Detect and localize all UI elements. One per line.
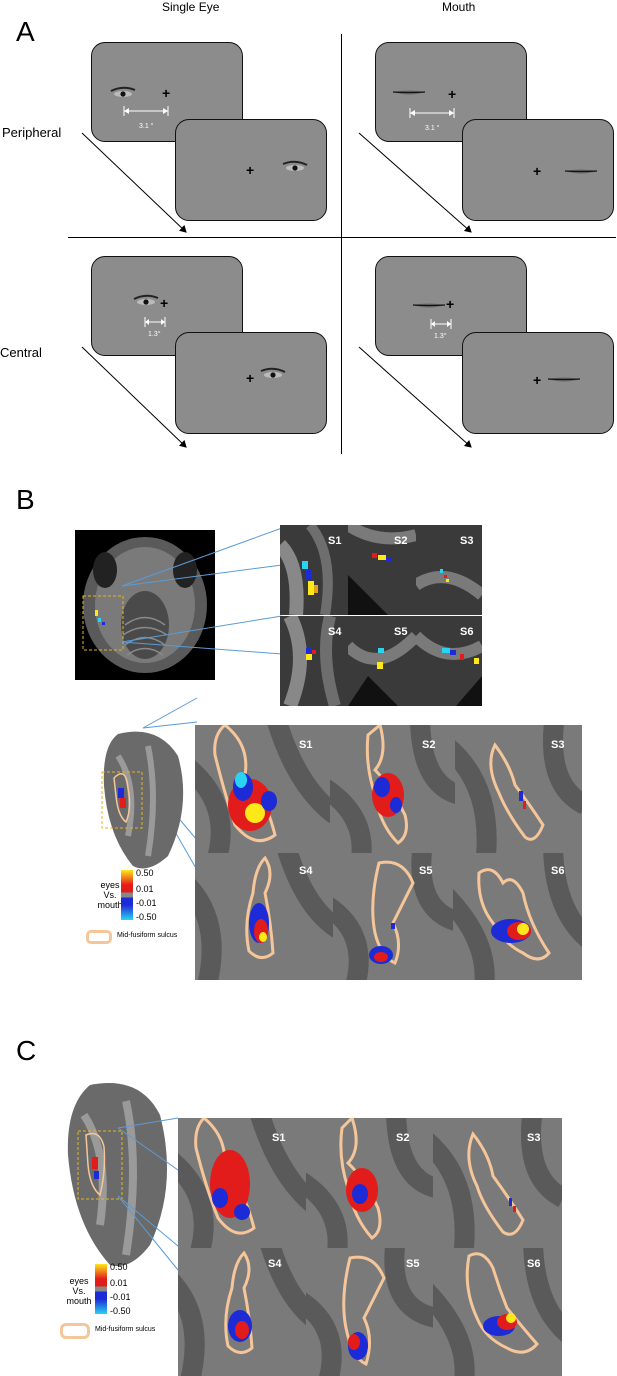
subject-label: S4 bbox=[299, 865, 313, 877]
subject-label: S5 bbox=[419, 865, 433, 877]
subject-label: S1 bbox=[299, 739, 313, 751]
surface-zoom-b-s6: S6 bbox=[453, 853, 582, 980]
legend-title-line: eyes bbox=[69, 1276, 89, 1286]
subject-label: S2 bbox=[396, 1132, 410, 1144]
mouth-image bbox=[547, 377, 581, 382]
subject-label: S4 bbox=[328, 626, 342, 638]
surface-zoom-b-s1: S1 bbox=[195, 725, 330, 853]
mri-zoom-s1: S1 bbox=[280, 525, 348, 615]
fixation-cross: + bbox=[446, 296, 455, 312]
inflated-cortex-overview-c bbox=[60, 1075, 180, 1275]
fixation-cross: + bbox=[162, 85, 171, 101]
eye-image bbox=[282, 160, 308, 171]
degree-label: 3.1 ° bbox=[425, 125, 440, 132]
panel-label-b: B bbox=[16, 484, 35, 515]
column-header-mouth: Mouth bbox=[442, 0, 476, 14]
time-arrows bbox=[81, 132, 472, 448]
subject-label: S5 bbox=[406, 1258, 420, 1270]
degree-label: 1.3° bbox=[434, 333, 447, 340]
distance-arrow bbox=[123, 106, 169, 116]
stimulus-screen-central-mouth-2: + bbox=[462, 332, 614, 434]
colorbar-tick: -0.50 bbox=[110, 1306, 131, 1316]
fixation-cross: + bbox=[533, 372, 542, 388]
stimulus-screen-peripheral-eye-2: + bbox=[175, 119, 327, 221]
subject-label: S1 bbox=[272, 1132, 286, 1144]
mouth-image bbox=[392, 90, 426, 95]
subject-label: S3 bbox=[527, 1132, 541, 1144]
sulcus-outline-label-c: Mid-fusiform sulcus bbox=[95, 1326, 156, 1333]
mri-zoom-s3: S3 bbox=[416, 525, 482, 615]
panel-label-a: A bbox=[16, 16, 35, 47]
surface-zoom-c-s5: S5 bbox=[306, 1248, 433, 1376]
subject-label: S4 bbox=[268, 1258, 282, 1270]
eye-image bbox=[133, 294, 159, 305]
stimulus-screen-peripheral-mouth-2: + bbox=[462, 119, 614, 221]
zoom-connector-lines-c bbox=[117, 1117, 179, 1271]
legend-title-line: mouth bbox=[97, 900, 123, 910]
distance-arrow bbox=[409, 108, 455, 118]
mri-zoom-s4: S4 bbox=[280, 616, 348, 706]
subject-label: S3 bbox=[551, 739, 565, 751]
subject-label: S5 bbox=[394, 626, 408, 638]
legend-title-line: eyes bbox=[100, 880, 120, 890]
subject-label: S1 bbox=[328, 535, 342, 547]
colorbar-tick: 0.50 bbox=[110, 1262, 128, 1272]
fixation-cross: + bbox=[246, 370, 255, 386]
fixation-cross: + bbox=[160, 295, 169, 311]
degree-label: 1.3° bbox=[148, 331, 161, 338]
distance-arrow bbox=[144, 317, 166, 327]
row-header-central: Central bbox=[0, 345, 42, 360]
legend-title-line: mouth bbox=[66, 1296, 92, 1306]
surface-zoom-b-s4: S4 bbox=[195, 853, 333, 980]
mouth-image bbox=[564, 169, 598, 174]
colorbar-tick: 0.01 bbox=[136, 884, 154, 894]
distance-arrow bbox=[430, 319, 452, 329]
fixation-cross: + bbox=[533, 163, 542, 179]
mri-zoom-s2: S2 bbox=[348, 525, 416, 615]
subject-label: S6 bbox=[460, 626, 474, 638]
row-header-peripheral: Peripheral bbox=[2, 125, 62, 140]
column-header-single-eye: Single Eye bbox=[162, 0, 220, 14]
subject-label: S6 bbox=[551, 865, 565, 877]
fixation-cross: + bbox=[246, 162, 255, 178]
legend-title-c: eyes Vs. mouth bbox=[64, 1276, 94, 1306]
sulcus-outline-swatch-c bbox=[60, 1323, 90, 1339]
colorbar-tick: 0.50 bbox=[136, 868, 154, 878]
colorbar-tick: -0.50 bbox=[136, 912, 157, 922]
surface-zoom-c-s2: S2 bbox=[306, 1118, 433, 1248]
surface-zoom-b-s3: S3 bbox=[455, 725, 582, 853]
legend-title-line: Vs. bbox=[72, 1286, 86, 1296]
eye-image bbox=[110, 86, 136, 97]
sulcus-outline-label: Mid-fusiform sulcus bbox=[117, 932, 178, 939]
mri-zoom-s5: S5 bbox=[348, 616, 416, 706]
colorbar-c bbox=[95, 1264, 107, 1314]
subject-label: S2 bbox=[422, 739, 436, 751]
subject-label: S6 bbox=[527, 1258, 541, 1270]
horizontal-divider bbox=[68, 237, 616, 238]
vertical-divider bbox=[341, 34, 342, 454]
colorbar-tick: -0.01 bbox=[136, 898, 157, 908]
panel-label-c: C bbox=[16, 1035, 37, 1066]
surface-zoom-b-s2: S2 bbox=[330, 725, 455, 853]
subject-label: S2 bbox=[394, 535, 408, 547]
surface-zoom-c-s1: S1 bbox=[178, 1118, 306, 1248]
colorbar-tick: 0.01 bbox=[110, 1278, 128, 1288]
colorbar bbox=[121, 870, 133, 920]
surface-zoom-c-s3: S3 bbox=[433, 1118, 562, 1248]
stimulus-screen-central-eye-2: + bbox=[175, 332, 327, 434]
mouth-image bbox=[412, 303, 446, 308]
fixation-cross: + bbox=[448, 86, 457, 102]
mri-zoom-s6: S6 bbox=[416, 616, 482, 706]
subject-label: S3 bbox=[460, 535, 474, 547]
legend-title: eyes Vs. mouth bbox=[95, 880, 125, 910]
surface-zoom-c-s6: S6 bbox=[433, 1248, 562, 1376]
surface-zoom-c-s4: S4 bbox=[178, 1248, 306, 1376]
inflated-cortex-overview-b bbox=[98, 726, 193, 876]
eye-image bbox=[260, 367, 286, 378]
degree-label: 3.1 ° bbox=[139, 123, 154, 130]
sulcus-outline-swatch bbox=[86, 930, 112, 944]
colorbar-tick: -0.01 bbox=[110, 1292, 131, 1302]
surface-zoom-b-s5: S5 bbox=[333, 853, 453, 980]
legend-title-line: Vs. bbox=[103, 890, 117, 900]
